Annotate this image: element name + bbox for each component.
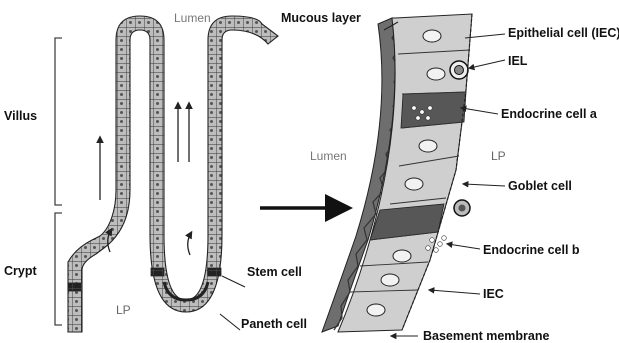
stem-cell-label: Stem cell xyxy=(247,266,302,279)
zoomed-epithelium xyxy=(322,14,472,332)
lumen-mid-label: Lumen xyxy=(310,150,347,162)
lumen-top-label: Lumen xyxy=(174,12,211,24)
mucous-layer-label: Mucous layer xyxy=(281,12,361,25)
paneth-cell-label: Paneth cell xyxy=(241,318,307,331)
iec-label: IEC xyxy=(483,288,504,301)
iel-label: IEL xyxy=(508,55,527,68)
crypt-bracket xyxy=(55,213,62,325)
goblet-cell-label: Goblet cell xyxy=(508,180,572,193)
lp-left-label: LP xyxy=(116,304,131,316)
villus-label: Villus xyxy=(4,110,37,123)
endocrine-cell-a-label: Endocrine cell a xyxy=(501,108,597,121)
crypt-label: Crypt xyxy=(4,265,37,278)
epithelial-cell-label: Epithelial cell (IEC) xyxy=(508,27,619,40)
lp-right-label: LP xyxy=(491,150,506,162)
endocrine-cell-b-label: Endocrine cell b xyxy=(483,244,580,257)
villus-bracket xyxy=(55,38,62,205)
basement-membrane-label: Basement membrane xyxy=(423,330,549,343)
